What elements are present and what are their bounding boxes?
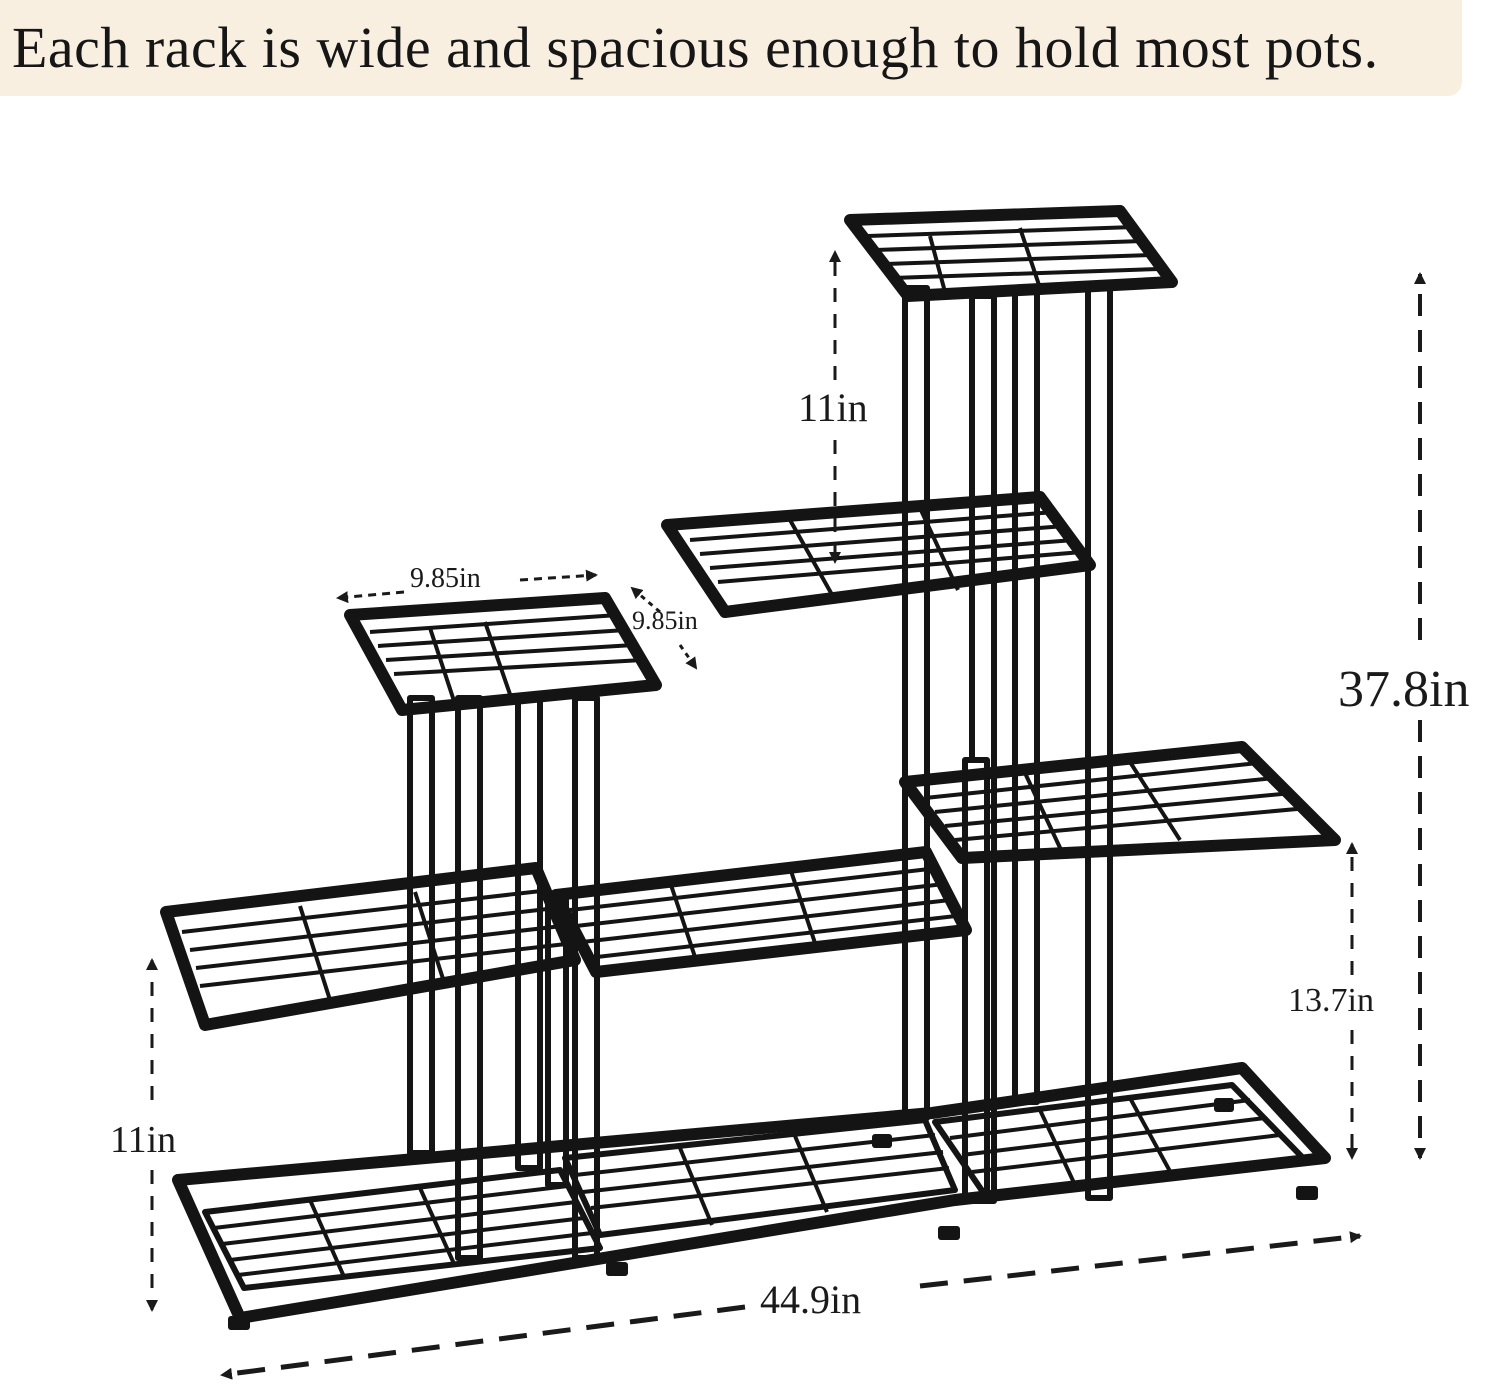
right-shelf-height-label: 13.7in <box>1288 982 1374 1019</box>
dimension-lines <box>146 250 1426 1380</box>
center-middle-shelf <box>550 846 972 978</box>
right-tower-posts <box>902 283 1113 1204</box>
total-width-label: 44.9in <box>760 1277 862 1322</box>
left-top-shelf <box>344 592 662 716</box>
top-shelf-width-arrow <box>336 590 405 604</box>
total-width-arrow <box>220 1304 746 1380</box>
right-lower-shelf <box>899 741 1341 864</box>
upper-gap-label: 11in <box>798 385 868 430</box>
caption-text: Each rack is wide and spacious enough to… <box>12 15 1379 80</box>
plant-stand <box>160 205 1341 1330</box>
right-upper-shelf <box>661 491 1096 618</box>
bottom-shelf <box>172 1062 1331 1324</box>
top-shelf-width-label: 9.85in <box>410 563 481 594</box>
top-shelf-depth-label: 9.85in <box>632 606 698 635</box>
left-middle-shelf <box>160 862 581 1031</box>
right-top-shelf <box>844 205 1178 302</box>
total-height-label: 37.8in <box>1338 661 1470 718</box>
caption-banner: Each rack is wide and spacious enough to… <box>0 0 1462 96</box>
leveling-feet <box>228 1098 1318 1330</box>
bottom-gap-label: 11in <box>110 1119 177 1161</box>
top-shelf-depth-arrow <box>630 586 661 614</box>
